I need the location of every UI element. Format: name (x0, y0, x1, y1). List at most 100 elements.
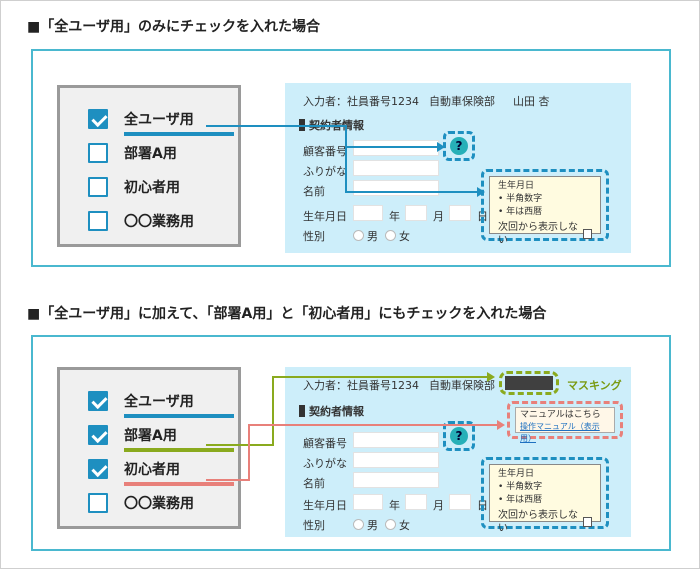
check-icon[interactable] (88, 459, 108, 479)
month-unit: 月 (433, 210, 444, 223)
checkbox-empty[interactable] (88, 211, 108, 231)
label-birthdate: 生年月日 (303, 210, 347, 223)
tooltip-bullet: • 半角数字 (498, 194, 543, 204)
label-furigana: ふりがな (303, 165, 347, 178)
gender-male-option[interactable]: 男 (353, 228, 378, 244)
connector-to-masking (206, 376, 491, 446)
checkbox-row-beginner[interactable]: 初心者用 (88, 176, 180, 198)
manual-title: マニュアルはこちら (520, 410, 601, 420)
checkbox-label: 初心者用 (124, 462, 180, 478)
birth-month-input[interactable] (405, 494, 427, 510)
manual-highlight (507, 401, 623, 439)
checkbox-label: 〇〇業務用 (124, 496, 194, 512)
tooltip-title: 生年月日 (498, 469, 535, 479)
help-highlight (443, 131, 475, 161)
furigana-input[interactable] (353, 160, 439, 176)
checkbox-row-all-users[interactable]: 全ユーザ用 (88, 390, 194, 412)
header-label: 入力者：社員番号1234 (303, 95, 419, 108)
connector-to-help (206, 125, 441, 148)
checkbox-list: 全ユーザ用 部署A用 初心者用 〇〇業務用 (57, 367, 241, 529)
check-icon[interactable] (88, 109, 108, 129)
checkbox-empty[interactable] (88, 177, 108, 197)
furigana-input[interactable] (353, 452, 439, 468)
birth-year-input[interactable] (353, 494, 383, 510)
radio-icon[interactable] (353, 519, 364, 530)
highlight-underline (124, 414, 234, 418)
label-birthdate: 生年月日 (303, 499, 347, 512)
checkbox-label: 〇〇業務用 (124, 214, 194, 230)
gender-female-option[interactable]: 女 (385, 228, 410, 244)
tooltip-highlight (481, 457, 609, 529)
name-input[interactable] (353, 472, 439, 488)
year-unit: 年 (389, 499, 400, 512)
birth-day-input[interactable] (449, 494, 471, 510)
radio-icon[interactable] (353, 230, 364, 241)
radio-icon[interactable] (385, 230, 396, 241)
help-highlight (443, 421, 475, 451)
checkbox-empty[interactable] (88, 493, 108, 513)
header-dept: 自動車保険部 (429, 95, 495, 108)
checkbox-label: 初心者用 (124, 180, 180, 196)
highlight-underline-salmon (124, 482, 234, 486)
checkbox-label: 部署A用 (124, 428, 177, 444)
highlight-underline (124, 132, 234, 136)
tooltip-title: 生年月日 (498, 181, 535, 191)
label-furigana: ふりがな (303, 457, 347, 470)
masked-name (505, 376, 553, 390)
question-circle-icon[interactable]: ? (450, 137, 468, 155)
hide-label: 次回から表示しない (498, 222, 578, 246)
checkbox-empty[interactable] (88, 143, 108, 163)
gender-male-label: 男 (367, 519, 378, 532)
check-icon[interactable] (88, 391, 108, 411)
section1-heading: ■「全ユーザ用」のみにチェックを入れた場合 (27, 19, 320, 35)
checkbox-row-beginner[interactable]: 初心者用 (88, 458, 180, 480)
hide-checkbox[interactable] (582, 517, 592, 527)
hide-checkbox[interactable] (582, 229, 592, 239)
tooltip-highlight (481, 169, 609, 241)
checkbox-row-business[interactable]: 〇〇業務用 (88, 492, 194, 514)
gender-male-label: 男 (367, 230, 378, 243)
manual-link[interactable]: 操作マニュアル（表示用） (520, 422, 600, 443)
section2-heading: ■「全ユーザ用」に加えて、「部署A用」と「初心者用」にもチェックを入れた場合 (27, 306, 547, 322)
connector-to-tooltip (345, 147, 481, 193)
arrowhead (487, 372, 495, 382)
masking-highlight (499, 371, 559, 395)
form-mockup: 入力者：社員番号1234 自動車保険部 マスキング 契約者情報 マニュアルはこち… (285, 367, 631, 537)
label-name: 名前 (303, 185, 325, 198)
birthdate-tooltip: 生年月日 • 半角数字 • 年は西暦 次回から表示しない (489, 176, 601, 246)
radio-icon[interactable] (385, 519, 396, 530)
arrowhead (437, 142, 445, 152)
birth-year-input[interactable] (353, 205, 383, 221)
hide-next-time[interactable]: 次回から表示しない (498, 509, 592, 535)
hide-label: 次回から表示しない (498, 510, 578, 534)
check-icon[interactable] (88, 425, 108, 445)
tooltip-bullet: • 年は西暦 (498, 207, 543, 217)
gender-female-option[interactable]: 女 (385, 517, 410, 533)
masking-label: マスキング (567, 379, 622, 392)
header-dept: 自動車保険部 (429, 379, 495, 392)
checkbox-row-dept-a[interactable]: 部署A用 (88, 424, 177, 446)
month-unit: 月 (433, 499, 444, 512)
header-label: 入力者：社員番号1234 (303, 379, 419, 392)
question-circle-icon[interactable]: ? (450, 427, 468, 445)
checkbox-row-dept-a[interactable]: 部署A用 (88, 142, 177, 164)
label-gender: 性別 (303, 519, 325, 532)
customer-no-input[interactable] (353, 432, 439, 448)
label-customer-no: 顧客番号 (303, 437, 347, 450)
gender-male-option[interactable]: 男 (353, 517, 378, 533)
label-gender: 性別 (303, 230, 325, 243)
checkbox-row-business[interactable]: 〇〇業務用 (88, 210, 194, 232)
checkbox-row-all-users[interactable]: 全ユーザ用 (88, 108, 194, 130)
connector-to-manual (206, 424, 501, 481)
checkbox-list: 全ユーザ用 部署A用 初心者用 〇〇業務用 (57, 85, 241, 247)
hide-next-time[interactable]: 次回から表示しない (498, 221, 592, 247)
tooltip-bullet: • 半角数字 (498, 482, 543, 492)
tooltip-bullet: • 年は西暦 (498, 495, 543, 505)
gender-female-label: 女 (399, 230, 410, 243)
birth-day-input[interactable] (449, 205, 471, 221)
birth-month-input[interactable] (405, 205, 427, 221)
highlight-underline-green (124, 448, 234, 452)
